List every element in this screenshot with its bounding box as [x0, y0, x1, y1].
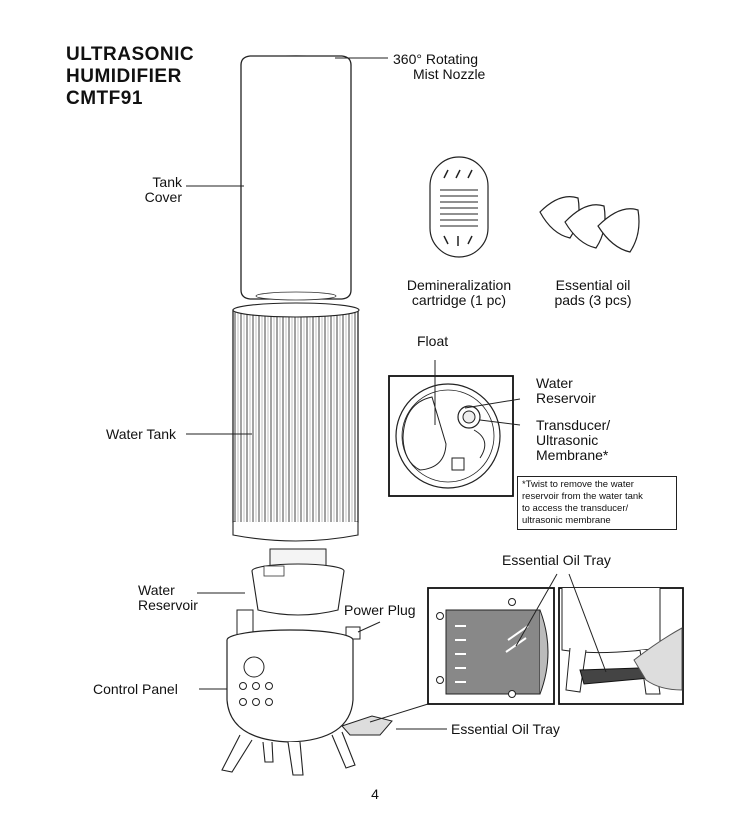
label-essential-oil-tray-top: Essential Oil Tray — [502, 552, 611, 568]
label-tank-cover: Tank Cover — [130, 175, 182, 205]
label-tank-cover-line-1: Tank — [152, 174, 182, 190]
page-title: ULTRASONIC HUMIDIFIER CMTF91 — [66, 44, 194, 110]
label-water-reservoir-line-2: Reservoir — [138, 597, 198, 613]
oil-tray-detail-right — [558, 587, 684, 705]
label-mist-nozzle-line-1: 360° Rotating — [393, 51, 478, 67]
demineralization-cartridge — [429, 156, 489, 258]
tank-cover — [240, 55, 352, 301]
label-mist-nozzle-line-2: Mist Nozzle — [413, 66, 486, 82]
label-demineralization-cartridge: Demineralization cartridge (1 pc) — [393, 278, 525, 308]
water-reservoir — [251, 548, 345, 616]
label-transducer: Transducer/ Ultrasonic Membrane* — [536, 418, 610, 463]
label-demineralization-line-1: Demineralization — [406, 277, 512, 293]
reservoir-detail — [388, 375, 514, 497]
note-line-2: reservoir from the water tank — [522, 491, 643, 502]
note-line-1: *Twist to remove the water — [522, 479, 634, 490]
title-line-3: CMTF91 — [66, 88, 143, 109]
title-line-2: HUMIDIFIER — [66, 66, 182, 87]
label-float: Float — [417, 333, 449, 349]
essential-oil-pads — [539, 196, 640, 253]
leader-lines — [186, 57, 607, 730]
label-transducer-line-1: Transducer/ — [536, 417, 611, 433]
water-tank — [232, 302, 360, 542]
label-water-tank: Water Tank — [106, 426, 177, 442]
label-water-reservoir-detail: Water Reservoir — [536, 376, 596, 406]
page-number: 4 — [371, 786, 379, 802]
label-water-reservoir-detail-line-1: Water — [536, 375, 573, 391]
oil-tray-detail-left — [427, 587, 555, 705]
label-essential-oil-pads: Essential oil pads (3 pcs) — [538, 278, 648, 308]
humidifier-base — [221, 609, 393, 776]
label-water-reservoir-line-1: Water — [138, 582, 175, 598]
label-tank-cover-line-2: Cover — [144, 189, 182, 205]
label-oil-pads-line-2: pads (3 pcs) — [554, 292, 632, 308]
label-oil-pads-line-1: Essential oil — [555, 277, 631, 293]
label-water-reservoir: Water Reservoir — [138, 583, 198, 613]
note-line-3: to access the transducer/ — [522, 503, 629, 514]
reservoir-removal-note: *Twist to remove the water reservoir fro… — [517, 476, 677, 530]
label-transducer-line-3: Membrane* — [536, 447, 609, 463]
label-essential-oil-tray-bottom: Essential Oil Tray — [451, 721, 560, 737]
title-line-1: ULTRASONIC — [66, 44, 195, 65]
label-demineralization-line-2: cartridge (1 pc) — [411, 292, 507, 308]
note-line-4: ultrasonic membrane — [522, 515, 611, 526]
label-water-reservoir-detail-line-2: Reservoir — [536, 390, 596, 406]
label-power-plug: Power Plug — [344, 602, 416, 618]
label-mist-nozzle: 360° Rotating Mist Nozzle — [393, 52, 485, 82]
label-control-panel: Control Panel — [93, 681, 178, 697]
label-transducer-line-2: Ultrasonic — [536, 432, 599, 448]
